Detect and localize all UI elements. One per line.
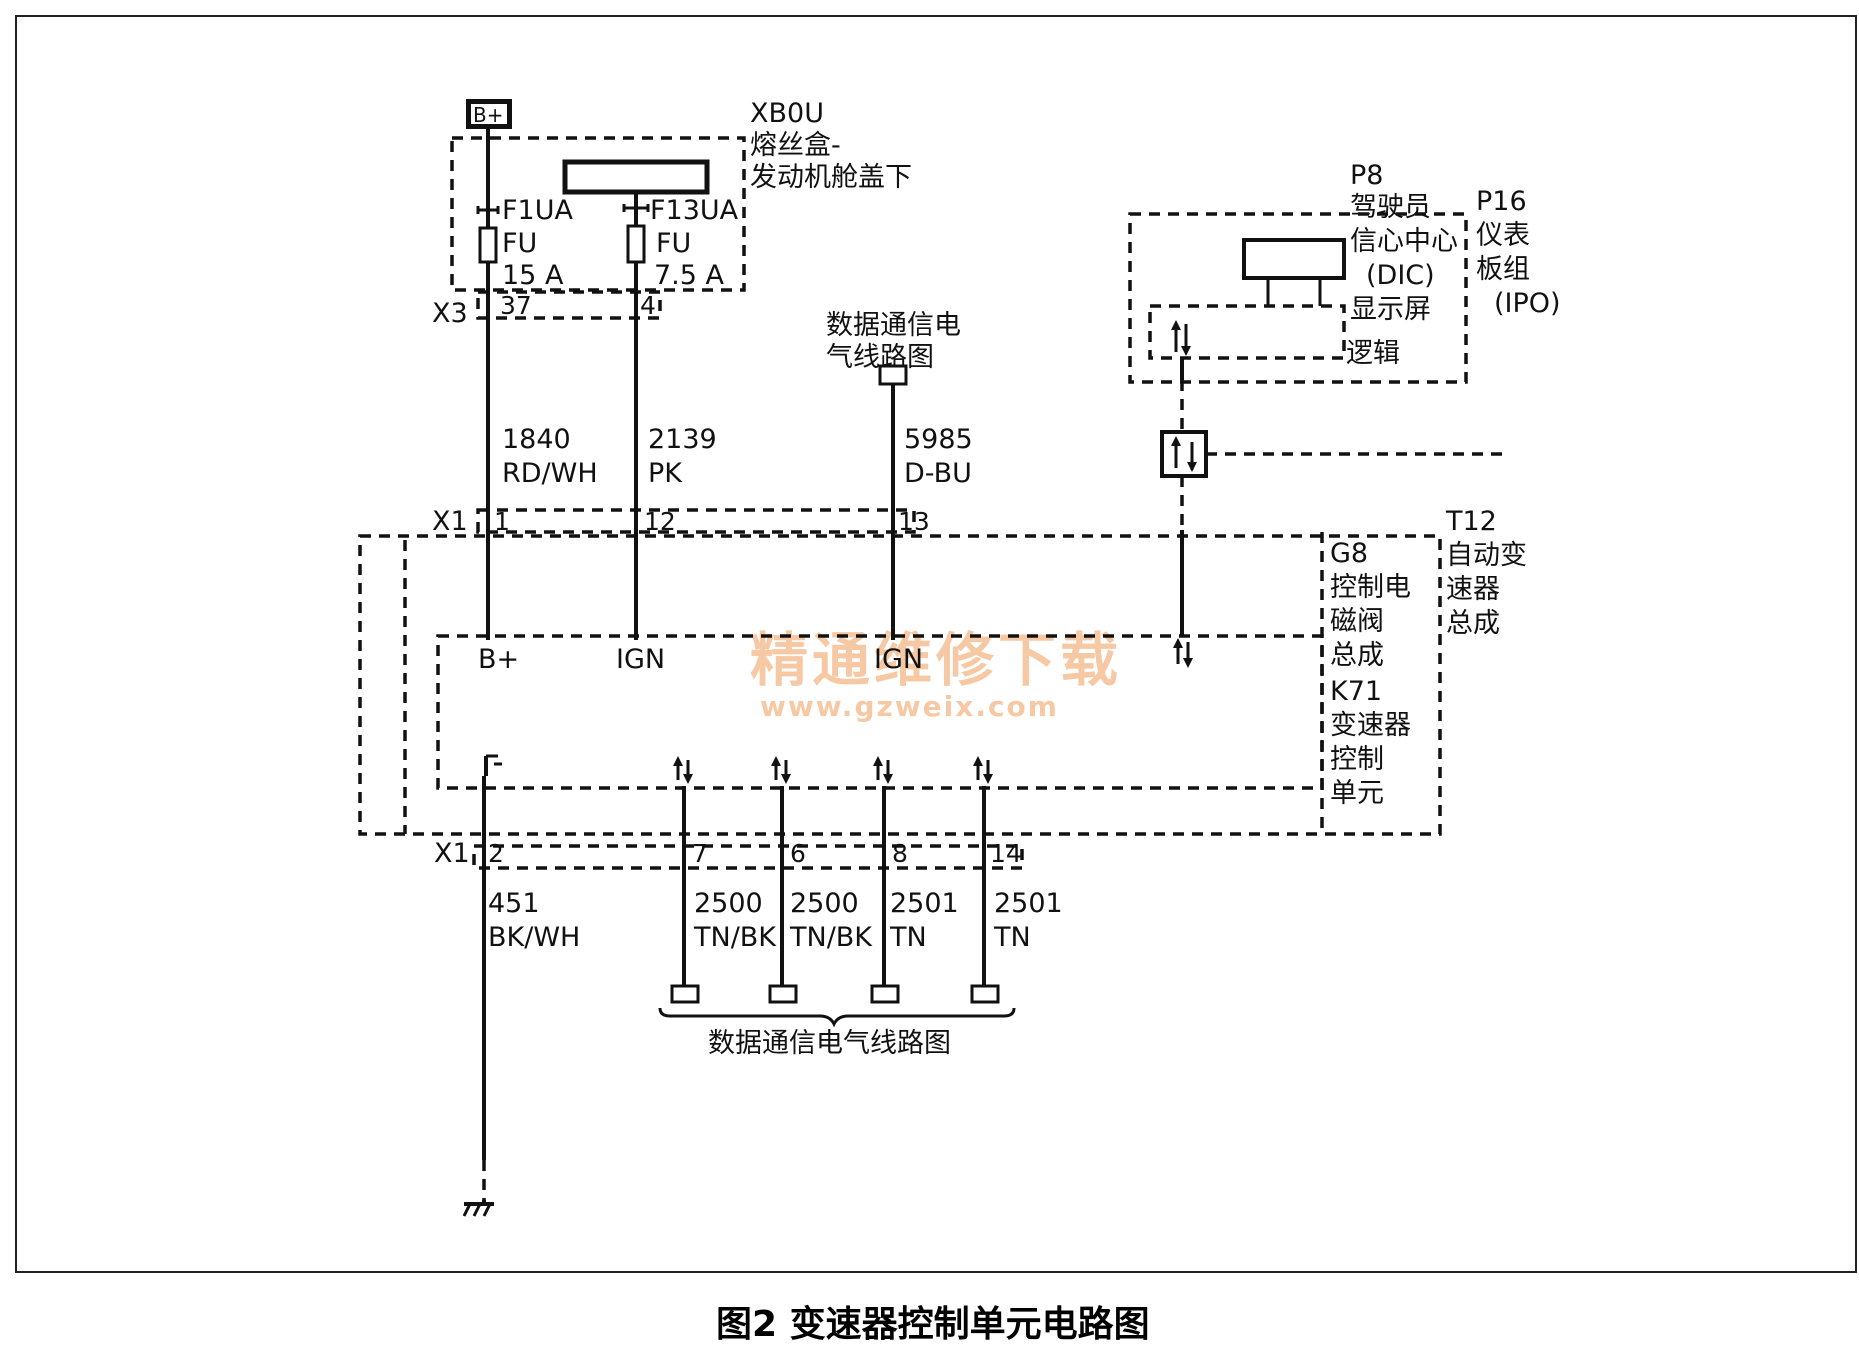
dic-display <box>1242 238 1346 280</box>
bottom-brace <box>658 1007 1016 1028</box>
dic-line1: 驾驶员 <box>1350 192 1431 223</box>
g8-line3: 总成 <box>1330 640 1384 671</box>
x1-top-connector <box>476 508 916 534</box>
x1-top-pin-12: 12 <box>644 507 676 536</box>
ipc-line2: 板组 <box>1476 254 1530 285</box>
fuse1-rating: 15 A <box>502 260 564 291</box>
ground-icon <box>462 1200 494 1217</box>
dic-logic-outline <box>1148 304 1346 360</box>
x3-pin-2: 4 <box>640 291 656 320</box>
internal-ground-icon <box>484 754 502 776</box>
x1-bottom-pin-2: 2 <box>488 839 504 868</box>
x1-top-pin-13: 13 <box>898 507 930 536</box>
fuse-box-id: XB0U <box>750 98 824 129</box>
k71-id: K71 <box>1330 676 1382 707</box>
wire-2139-circuit: 2139 <box>648 424 717 455</box>
x1-top-pin-1: 1 <box>494 507 510 536</box>
dic-id: P8 <box>1350 160 1383 191</box>
t12-line2: 速器 <box>1446 574 1500 605</box>
wire-2501a-circuit: 2501 <box>890 888 959 919</box>
wire-2501b-color: TN <box>993 922 1031 953</box>
x1-bottom-pin-8: 8 <box>892 839 908 868</box>
bidirectional-arrow-icon <box>1171 320 1191 356</box>
x1-bottom-pin-14: 14 <box>990 839 1022 868</box>
bottom-data-connectors <box>670 984 1000 1004</box>
ipc-outline <box>1128 212 1468 384</box>
t12-line3: 总成 <box>1446 608 1500 639</box>
t12-id: T12 <box>1445 506 1497 537</box>
fuse2-type: FU <box>656 228 691 259</box>
battery-label: B+ <box>473 103 503 127</box>
tcm-bplus-label: B+ <box>478 644 519 675</box>
dic-line3: (DIC) <box>1366 260 1435 291</box>
wire-451-circuit: 451 <box>488 888 540 919</box>
x1-top-label: X1 <box>432 506 468 537</box>
transmission-outline <box>358 534 1442 836</box>
g8-line2: 磁阀 <box>1330 606 1384 637</box>
wire-1840-circuit: 1840 <box>502 424 571 455</box>
wire-2501b-circuit: 2501 <box>994 888 1063 919</box>
fuse-box-outline <box>450 136 746 292</box>
fuse2-rating: 7.5 A <box>654 260 725 291</box>
g8-line1: 控制电 <box>1330 572 1411 603</box>
wire-5985-circuit: 5985 <box>904 424 973 455</box>
x3-label: X3 <box>432 298 468 329</box>
wire-2139-color: PK <box>648 458 683 489</box>
x3-pin-1: 37 <box>500 291 532 320</box>
fuse1-id: F1UA <box>502 195 573 226</box>
x3-connector <box>476 290 662 320</box>
tcm-ign-label-2: IGN <box>874 644 923 675</box>
dic-line2: 信心中心 <box>1350 226 1458 257</box>
x1-bottom-pin-7: 7 <box>692 839 708 868</box>
tcm-ign-label-1: IGN <box>616 644 665 675</box>
fuse2-id: F13UA <box>650 195 739 226</box>
dic-line4: 显示屏 <box>1350 294 1431 325</box>
k71-line3: 单元 <box>1330 778 1384 809</box>
watermark-url: www.gzweix.com <box>760 690 1059 723</box>
k71-line1: 变速器 <box>1330 710 1411 741</box>
figure-caption: 图2 变速器控制单元电路图 <box>716 1303 1150 1345</box>
data-ref-bottom: 数据通信电气线路图 <box>708 1028 951 1059</box>
x1-bottom-pin-6: 6 <box>790 839 806 868</box>
ipc-id: P16 <box>1476 186 1527 217</box>
wire-5985-color: D-BU <box>904 458 972 489</box>
x1-bottom-connector <box>472 844 1024 870</box>
fuse-box-name-2: 发动机舱盖下 <box>750 162 912 193</box>
k71-line2: 控制 <box>1330 744 1384 775</box>
wire-2501a-color: TN <box>889 922 927 953</box>
wire-2500a-circuit: 2500 <box>694 888 763 919</box>
wire-2500a-color: TN/BK <box>693 922 777 953</box>
t12-line1: 自动变 <box>1446 540 1527 571</box>
data-ref-top-1: 数据通信电 <box>826 310 961 341</box>
fuse-f1ua <box>476 128 500 640</box>
wire-1840-color: RD/WH <box>502 458 598 489</box>
x1-bottom-label: X1 <box>434 838 470 869</box>
tcm-data-arrow-icon <box>1173 638 1193 668</box>
fuse-box-name-1: 熔丝盒- <box>750 130 841 161</box>
fuse1-type: FU <box>502 228 537 259</box>
diagram-frame <box>15 15 1857 1273</box>
fuse-f13ua <box>622 204 650 640</box>
serial-data-coupler <box>1160 430 1208 478</box>
ipc-line1: 仪表 <box>1476 220 1530 251</box>
ipc-line3: (IPO) <box>1494 288 1561 319</box>
wire-2500b-circuit: 2500 <box>790 888 859 919</box>
dic-logic: 逻辑 <box>1346 338 1400 369</box>
wire-2500b-color: TN/BK <box>789 922 873 953</box>
can-arrows <box>673 756 993 784</box>
fuse-bus-bar <box>562 159 710 195</box>
data-ref-top-connector <box>878 364 908 640</box>
g8-id: G8 <box>1330 538 1368 569</box>
wire-451-color: BK/WH <box>488 922 580 953</box>
battery-terminal: B+ <box>466 99 512 129</box>
